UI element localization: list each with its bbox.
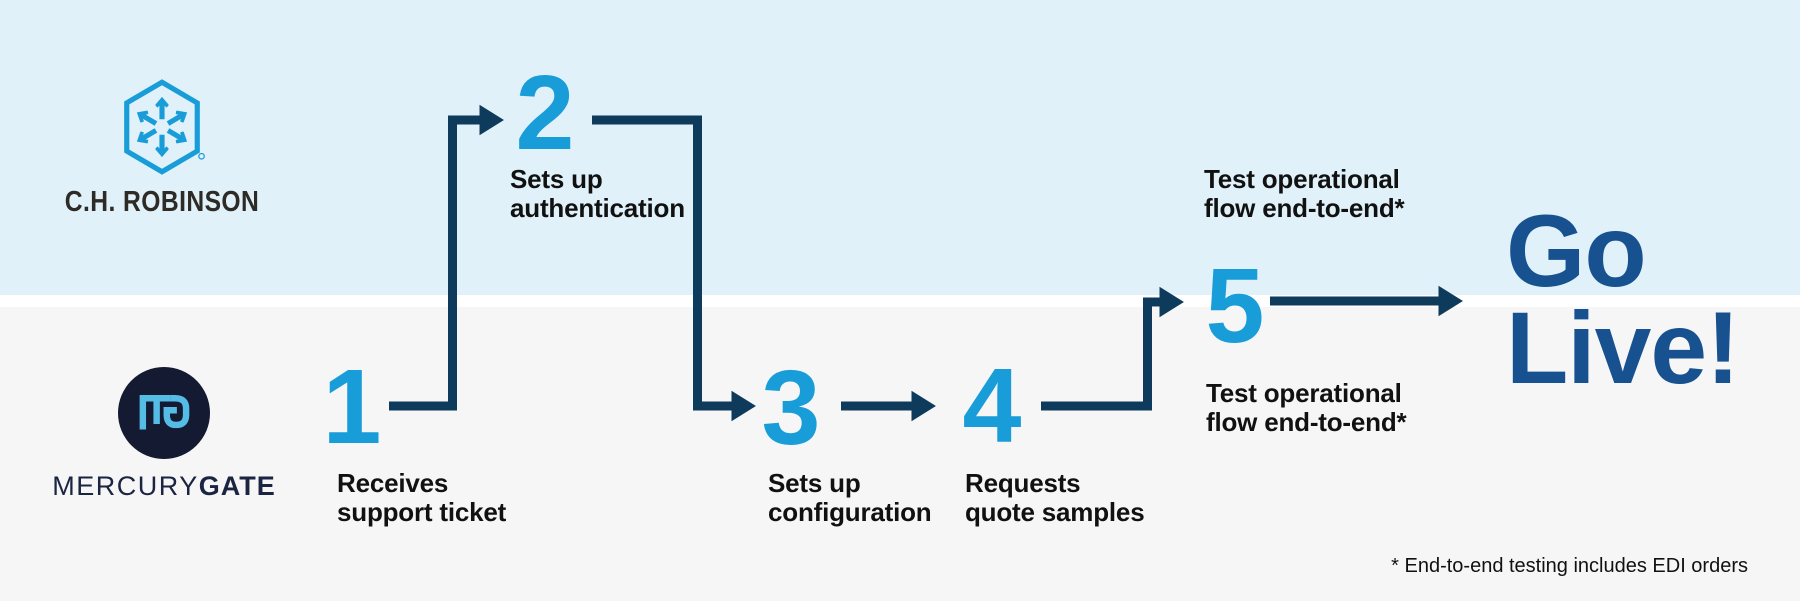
- step-4-number: 4: [962, 347, 1022, 465]
- step-5-number: 5: [1205, 247, 1265, 365]
- mg-monogram-icon: [118, 367, 210, 459]
- step-2-number: 2: [515, 54, 575, 172]
- lane-ch-robinson: [0, 0, 1800, 295]
- hexagon-arrows-icon: [124, 79, 205, 175]
- mercurygate-wordmark-bold: GATE: [198, 471, 276, 501]
- step-3-number: 3: [761, 349, 821, 467]
- ch-robinson-wordmark: C.H. ROBINSON: [64, 186, 260, 218]
- step-3-label: Sets up configuration: [768, 468, 932, 527]
- step-1-label: Receives support ticket: [337, 468, 507, 527]
- step-2-label: Sets up authentication: [510, 164, 685, 223]
- mercurygate-wordmark-regular: MERCURY: [52, 471, 199, 501]
- step-5-label-bottom: Test operational flow end-to-end*: [1206, 378, 1407, 437]
- step-4-label: Requests quote samples: [965, 468, 1145, 527]
- step-5-label-top: Test operational flow end-to-end*: [1204, 164, 1405, 223]
- step-1-number: 1: [322, 348, 382, 466]
- ch-robinson-logo: C.H. ROBINSON: [42, 78, 282, 219]
- mercurygate-wordmark: MERCURYGATE: [30, 471, 298, 502]
- footnote: * End-to-end testing includes EDI orders: [1391, 555, 1748, 577]
- mercurygate-logo: MERCURYGATE: [30, 367, 298, 502]
- lane-mercurygate: [0, 307, 1800, 601]
- go-live-text: Go Live!: [1506, 194, 1740, 405]
